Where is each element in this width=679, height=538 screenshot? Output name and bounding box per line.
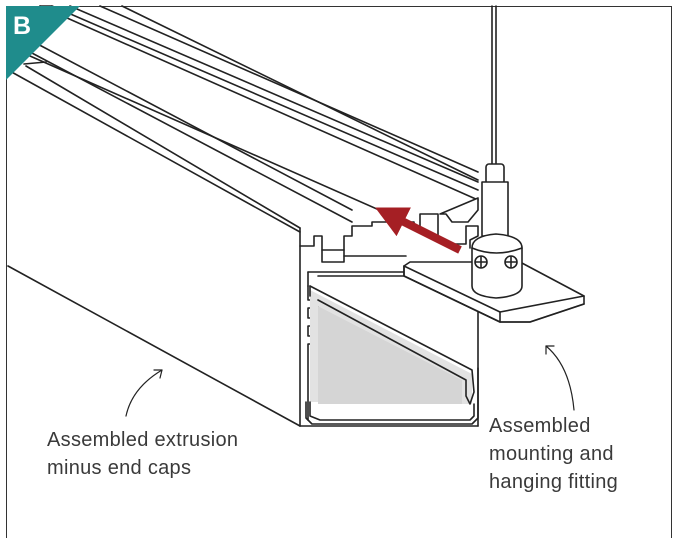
extrusion-label-line1: Assembled extrusion: [47, 429, 239, 451]
fitting-leader-arrowhead: [545, 345, 555, 355]
fitting-label-line1: Assembled: [489, 415, 591, 437]
fitting-label-line2: mounting and: [489, 443, 614, 465]
fitting-leader-line: [545, 345, 575, 411]
fitting-label: Assembled mounting and hanging fitting: [489, 412, 618, 496]
hanging-fitting: [471, 5, 523, 299]
diffuser-outline: [309, 285, 475, 421]
fitting-label-line3: hanging fitting: [489, 471, 619, 493]
badge-triangle: [6, 6, 80, 80]
diffuser-channel: [310, 290, 472, 404]
extrusion-leader-arrowhead: [153, 369, 163, 379]
badge-letter: B: [13, 12, 32, 40]
diffuser-fill: [318, 306, 462, 404]
extrusion-label-line2: minus end caps: [47, 457, 192, 479]
extrusion-side-bottom-edge: [7, 265, 301, 427]
extrusion-leader-line: [125, 369, 163, 417]
extrusion-top-ribs: [7, 5, 479, 233]
diagram-frame: [6, 6, 672, 538]
insertion-arrow: [375, 207, 462, 254]
extrusion-back-rib: [439, 197, 479, 223]
extrusion-label: Assembled extrusion minus end caps: [47, 426, 238, 482]
